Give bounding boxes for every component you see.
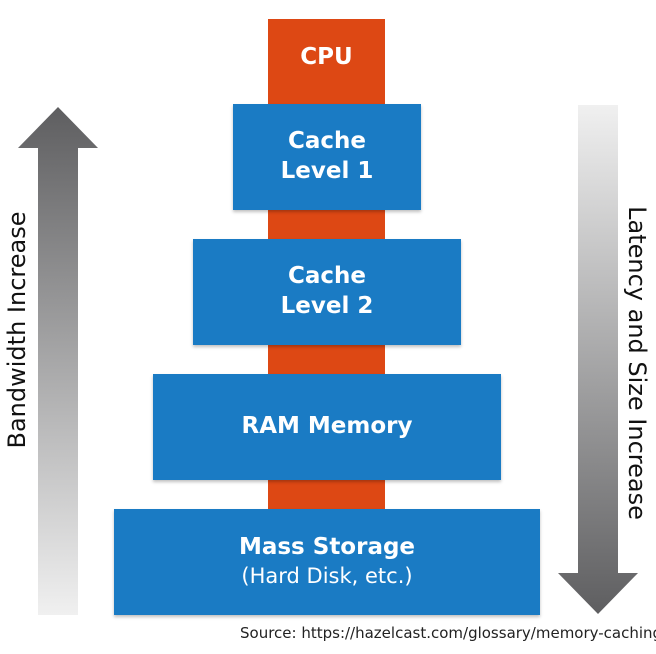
source-caption: Source: https://hazelcast.com/glossary/m… [240,624,656,642]
cache-level-1-line1: Cache [287,128,366,155]
cache-level-1-block: Cache Level 1 [233,104,421,210]
mass-storage-sublabel: (Hard Disk, etc.) [241,564,413,589]
cpu-label: CPU [300,44,353,70]
cache-level-2-block: Cache Level 2 [193,239,461,345]
latency-size-increase-label: Latency and Size Increase [623,206,651,520]
cache-level-2-line2: Level 2 [280,293,374,319]
cache-level-1-line2: Level 1 [280,158,374,184]
mass-storage-label: Mass Storage [238,534,416,561]
mass-storage-block: Mass Storage (Hard Disk, etc.) [114,509,540,615]
bandwidth-increase-label: Bandwidth Increase [3,211,31,449]
ram-memory-block: RAM Memory [153,374,501,480]
cache-level-2-line1: Cache [287,263,366,290]
ram-memory-label: RAM Memory [241,413,413,440]
